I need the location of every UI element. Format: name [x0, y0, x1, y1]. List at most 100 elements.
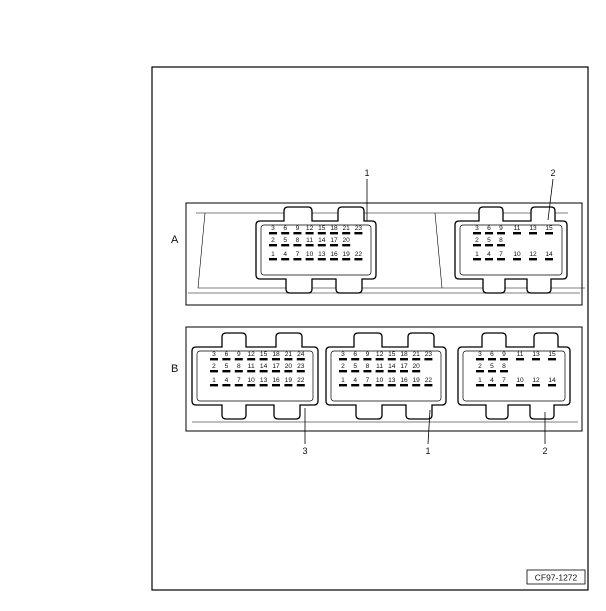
pin-number: 9: [499, 225, 503, 232]
pin-number: 23: [425, 351, 433, 358]
pin-number: 17: [272, 363, 280, 370]
pin-contact: [210, 370, 218, 373]
pin-number: 22: [425, 377, 433, 384]
pin-number: 12: [306, 225, 314, 232]
pin-number: 18: [272, 351, 280, 358]
pin-contact: [476, 384, 484, 387]
pin-contact: [500, 358, 508, 361]
pin-contact: [497, 232, 505, 235]
pin-contact: [330, 258, 338, 261]
pin-contact: [354, 258, 363, 261]
pin-contact: [284, 384, 293, 387]
figure-frame: [151, 66, 589, 591]
pin-number: 7: [502, 377, 506, 384]
pin-contact: [293, 244, 302, 247]
pin-number: 17: [400, 363, 408, 370]
pin-number: 6: [283, 225, 287, 232]
callout-a-2: 2: [550, 168, 555, 178]
pin-contact: [222, 358, 231, 361]
pin-contact: [400, 358, 408, 361]
pin-contact: [532, 384, 540, 387]
pin-number: 19: [343, 251, 351, 258]
pin-contact: [500, 384, 508, 387]
pin-number: 2: [475, 237, 479, 244]
pin-contact: [485, 244, 493, 247]
pin-contact: [317, 258, 326, 261]
connector-outline: [457, 332, 571, 420]
pin-contact: [339, 384, 347, 387]
pin-number: 20: [343, 237, 351, 244]
row-label-a: A: [171, 234, 179, 246]
pin-number: 14: [260, 363, 268, 370]
pin-contact: [210, 358, 218, 361]
pin-contact: [339, 358, 347, 361]
figure-code: CF97-1272: [535, 573, 578, 583]
callout-b-2: 2: [542, 446, 547, 456]
pin-contact: [424, 384, 433, 387]
pin-contact: [387, 358, 396, 361]
pin-contact: [363, 358, 372, 361]
pin-number: 11: [517, 351, 524, 358]
callout-lines: [304, 178, 554, 445]
housing-a: [185, 202, 585, 306]
connector-inner-frame: [459, 224, 563, 276]
pin-number: 16: [400, 377, 408, 384]
pin-number: 23: [355, 225, 363, 232]
pin-contact: [375, 384, 384, 387]
pin-contact: [272, 370, 280, 373]
pin-contact: [293, 258, 302, 261]
pin-number: 1: [271, 251, 275, 258]
pin-number: 18: [400, 351, 408, 358]
pin-number: 21: [343, 225, 351, 232]
pin-number: 9: [237, 351, 241, 358]
pin-contact: [281, 232, 290, 235]
pin-contact: [513, 232, 521, 235]
pin-number: 14: [388, 363, 396, 370]
pin-contact: [247, 358, 256, 361]
pin-contact: [529, 258, 537, 261]
pin-number: 7: [237, 377, 241, 384]
pin-number: 4: [487, 251, 491, 258]
pin-contact: [387, 384, 396, 387]
pin-contact: [351, 370, 360, 373]
pin-number: 4: [353, 377, 357, 384]
pin-number: 6: [490, 351, 494, 358]
pin-number: 20: [285, 363, 293, 370]
pin-contact: [281, 244, 290, 247]
pin-contact: [305, 232, 314, 235]
pin-contact: [476, 358, 484, 361]
pin-contact: [473, 232, 481, 235]
pin-number: 11: [376, 363, 383, 370]
pin-number: 14: [318, 237, 326, 244]
pin-contact: [548, 384, 556, 387]
pin-contact: [234, 358, 243, 361]
pin-number: 5: [353, 363, 357, 370]
pin-number: 24: [297, 351, 305, 358]
pin-number: 15: [388, 351, 396, 358]
pin-number: 8: [499, 237, 503, 244]
row-label-b: B: [171, 363, 178, 375]
pin-number: 19: [285, 377, 293, 384]
pin-number: 16: [272, 377, 280, 384]
pin-number: 11: [514, 225, 521, 232]
callout-b-3: 3: [302, 446, 307, 456]
pin-contact: [488, 358, 496, 361]
pin-number: 4: [283, 251, 287, 258]
pin-contact: [476, 370, 484, 373]
pin-number: 13: [388, 377, 396, 384]
callout-b-1: 1: [425, 446, 430, 456]
pin-contact: [488, 370, 496, 373]
pin-contact: [272, 384, 280, 387]
pin-contact: [400, 370, 408, 373]
pin-number: 3: [341, 351, 345, 358]
pin-number: 12: [532, 377, 540, 384]
pin-contact: [293, 232, 302, 235]
pin-contact: [317, 232, 326, 235]
connector-inner-frame: [260, 224, 372, 276]
pin-contact: [305, 258, 314, 261]
pin-number: 16: [330, 251, 338, 258]
pin-contact: [412, 384, 421, 387]
pin-number: 11: [248, 363, 255, 370]
pin-contact: [269, 232, 277, 235]
